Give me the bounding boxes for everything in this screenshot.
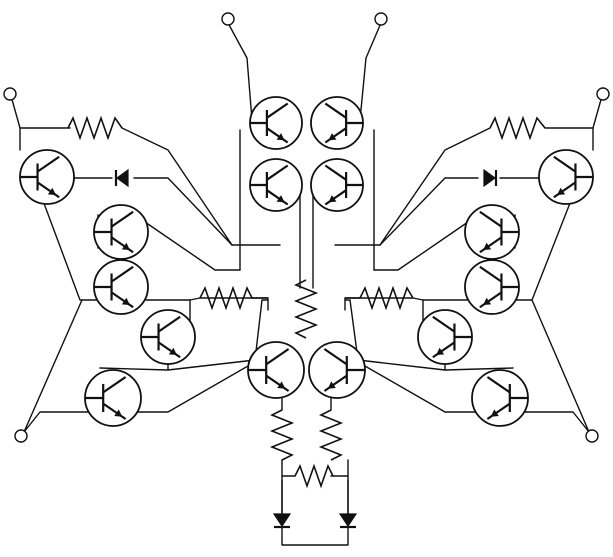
transistor-head-left-bottom <box>249 158 303 212</box>
transistor-body-left <box>247 341 305 399</box>
diodes <box>114 168 498 529</box>
terminal-wing-bottom-right <box>585 429 599 443</box>
resistor-right-top <box>489 115 546 141</box>
resistor-right-mid <box>345 285 414 311</box>
diode-left-top <box>114 168 129 188</box>
resistor-left-top <box>67 115 123 141</box>
transistor-wing-left-upper <box>93 204 149 260</box>
transistor-wing-left-outer <box>19 149 75 205</box>
transistor-wing-left-lower <box>93 259 149 315</box>
transistor-body-right <box>308 341 366 399</box>
resistor-bottom-right <box>318 409 344 461</box>
transistor-wing-right-lower <box>464 259 520 315</box>
diode-right-top <box>483 168 498 188</box>
transistor-head-right-top <box>310 96 364 150</box>
transistor-hind-right-upper <box>417 309 473 365</box>
terminal-antenna-right <box>374 12 388 26</box>
transistor-wing-right-outer <box>538 149 594 205</box>
terminal-wing-top-left <box>3 87 17 101</box>
transistor-hind-left-upper <box>140 309 196 365</box>
transistor-hind-right-lower <box>471 369 529 427</box>
terminal-antenna-left <box>221 12 235 26</box>
resistors <box>67 115 546 489</box>
terminal-wing-bottom-left <box>14 429 28 443</box>
diode-bottom-right <box>338 513 358 529</box>
diode-bottom-left <box>272 513 292 529</box>
transistor-wing-right-upper <box>464 204 520 260</box>
resistor-left-mid <box>199 285 268 311</box>
transistor-head-left-top <box>249 96 303 150</box>
terminals <box>3 12 610 443</box>
resistor-center-vertical <box>293 279 319 339</box>
transistor-head-right-bottom <box>310 158 364 212</box>
resistor-bottom-bridge <box>294 463 334 489</box>
transistors <box>19 96 594 427</box>
resistor-bottom-left <box>269 409 295 461</box>
transistor-hind-left-lower <box>84 369 142 427</box>
terminal-wing-top-right <box>596 87 610 101</box>
